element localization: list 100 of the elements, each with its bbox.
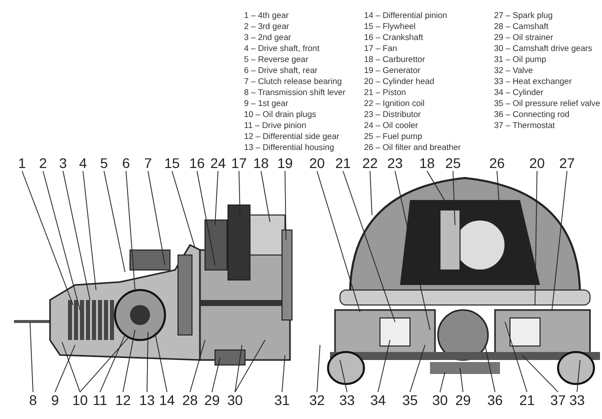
callout-number: 12 [113, 393, 133, 407]
callout-number: 32 [307, 393, 327, 407]
key-entry: 36 – Connecting rod [494, 109, 570, 119]
leader-line [282, 354, 286, 392]
key-entry: 37 – Thermostat [494, 120, 555, 130]
leader-line [440, 372, 446, 392]
callout-number: 3 [53, 156, 73, 170]
leader-line [260, 170, 270, 222]
callout-number: 14 [157, 393, 177, 407]
leader-line [80, 338, 128, 392]
callout-number: 21 [333, 156, 353, 170]
key-entry: 22 – Ignition coil [364, 98, 425, 108]
callout-number: 1 [12, 156, 32, 170]
key-entry: 33 – Heat exchanger [494, 76, 572, 86]
leader-line [234, 340, 266, 392]
callout-number: 5 [94, 156, 114, 170]
leader-line [378, 340, 390, 392]
key-entry: 9 – 1st gear [244, 98, 288, 108]
key-entry: 27 – Spark plug [494, 10, 553, 20]
key-entry: 28 – Camshaft [494, 21, 548, 31]
callout-number: 7 [138, 156, 158, 170]
leader-line [82, 170, 96, 290]
leader-line [212, 358, 220, 392]
callout-number: 33 [567, 393, 587, 407]
leader-line [190, 340, 206, 392]
callout-number: 20 [527, 156, 547, 170]
leader-line [154, 332, 168, 392]
callout-number: 24 [208, 156, 228, 170]
callout-number: 22 [360, 156, 380, 170]
callout-number: 37 [548, 393, 568, 407]
leader-line [62, 342, 80, 392]
key-entry: 24 – Oil cooler [364, 120, 418, 130]
key-entry: 23 – Distributor [364, 109, 421, 119]
callout-number: 33 [337, 393, 357, 407]
callout-number: 6 [116, 156, 136, 170]
callout-number: 36 [485, 393, 505, 407]
key-entry: 29 – Oil strainer [494, 32, 554, 42]
leader-line [394, 170, 430, 330]
callout-number: 30 [225, 393, 245, 407]
leader-line [146, 332, 148, 392]
callout-number: 15 [162, 156, 182, 170]
callout-number: 31 [272, 393, 292, 407]
callout-number: 18 [251, 156, 271, 170]
key-entry: 13 – Differential housing [244, 142, 334, 152]
key-entry: 20 – Cylinder head [364, 76, 434, 86]
leader-line [316, 344, 320, 392]
key-entry: 6 – Drive shaft, rear [244, 65, 318, 75]
key-entry: 5 – Reverse gear [244, 54, 308, 64]
key-entry: 16 – Crankshaft [364, 32, 424, 42]
key-entry: 18 – Carburettor [364, 54, 425, 64]
callout-number: 8 [23, 393, 43, 407]
callout-number: 19 [275, 156, 295, 170]
key-entry: 31 – Oil pump [494, 54, 546, 64]
leader-line [196, 170, 216, 266]
key-entry: 17 – Fan [364, 43, 398, 53]
leader-line [504, 322, 528, 392]
leader-line [100, 334, 126, 392]
leader-line [122, 330, 136, 392]
leader-line [284, 170, 286, 240]
key-entry: 10 – Oil drain plugs [244, 109, 316, 119]
key-entry: 1 – 4th gear [244, 10, 289, 20]
key-entry: 30 – Camshaft drive gears [494, 43, 592, 53]
leader-line [42, 170, 80, 310]
key-entry: 12 – Differential side gear [244, 131, 340, 141]
leader-line [238, 170, 240, 216]
leader-line [30, 322, 34, 392]
callout-number: 13 [137, 393, 157, 407]
callout-number: 27 [557, 156, 577, 170]
leader-line [342, 170, 396, 322]
callout-number: 29 [453, 393, 473, 407]
callout-number: 34 [368, 393, 388, 407]
callout-number: 25 [443, 156, 463, 170]
key-entry: 2 – 3rd gear [244, 21, 290, 31]
leader-line [234, 344, 242, 392]
leader-line [460, 368, 464, 392]
leader-line [172, 170, 196, 248]
leader-line [148, 170, 166, 266]
callout-number: 35 [400, 393, 420, 407]
leader-line [54, 344, 76, 392]
callout-number: 9 [45, 393, 65, 407]
callout-number: 2 [33, 156, 53, 170]
callout-number: 20 [307, 156, 327, 170]
key-entry: 32 – Valve [494, 65, 533, 75]
key-entry: 19 – Generator [364, 65, 420, 75]
callout-number: 11 [90, 393, 110, 407]
key-entry: 7 – Clutch release bearing [244, 76, 342, 86]
key-entry: 25 – Fuel pump [364, 131, 422, 141]
leader-line [484, 344, 496, 392]
key-entry: 4 – Drive shaft, front [244, 43, 320, 53]
leader-line [316, 170, 360, 312]
key-entry: 35 – Oil pressure relief valve [494, 98, 600, 108]
callout-number: 18 [417, 156, 437, 170]
callout-number: 16 [187, 156, 207, 170]
key-entry: 14 – Differential pinion [364, 10, 448, 20]
leader-line [104, 170, 126, 272]
leader-line [576, 360, 580, 392]
leader-line [534, 170, 538, 306]
callout-number: 26 [487, 156, 507, 170]
leader-line [522, 354, 558, 392]
callout-number: 29 [202, 393, 222, 407]
